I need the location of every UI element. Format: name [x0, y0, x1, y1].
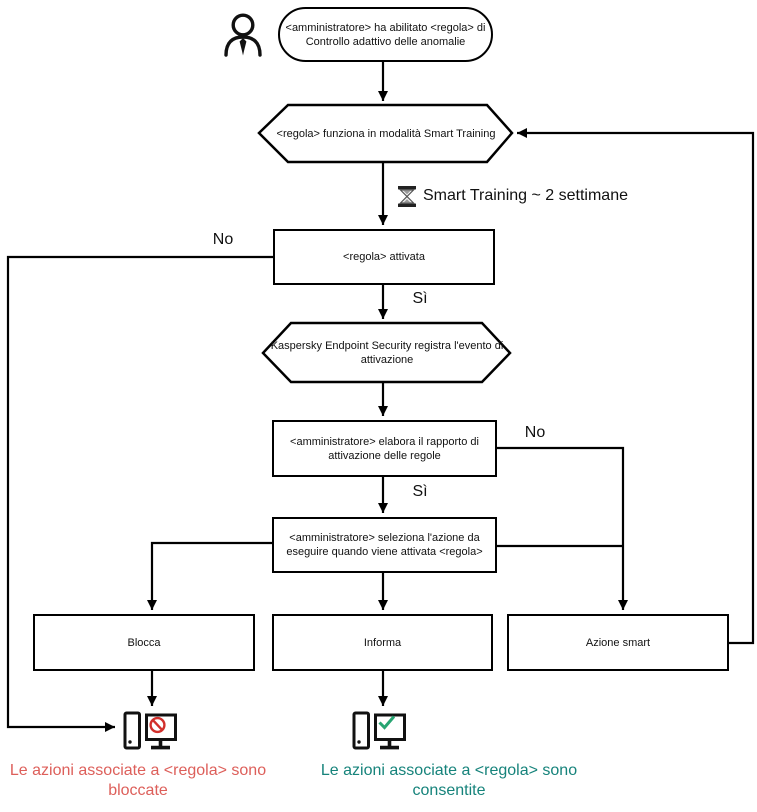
connector-smart-back-to-training [517, 128, 755, 645]
computer-blocked-icon [123, 711, 177, 750]
connector-report-no-to-smart [497, 446, 628, 610]
event-logged-line1: Kaspersky Endpoint Security registra l'e… [270, 339, 504, 352]
blocked-outcome-line2: bloccate [108, 782, 168, 799]
training-duration-label: Smart Training ~ 2 settimane [423, 187, 628, 204]
edge-label-no-left: No [212, 231, 234, 248]
admin-report-line1: <amministratore> elabora il rapporto di [290, 435, 479, 448]
block-node: Blocca [33, 614, 255, 671]
edge-label-no-right: No [524, 424, 546, 441]
hourglass-icon [398, 186, 416, 207]
allowed-outcome-line1: Le azioni associate a <regola> sono [320, 762, 578, 779]
admin-action-line2: eseguire quando viene attivata <regola> [286, 546, 483, 558]
blocked-outcome-line1: Le azioni associate a <regola> sono [9, 762, 267, 779]
event-logged-hexagon-label: Kaspersky Endpoint Security registra l'e… [265, 323, 509, 382]
allowed-outcome-text: Le azioni associate a <regola> sono cons… [309, 761, 589, 801]
blocked-outcome-text: Le azioni associate a <regola> sono bloc… [0, 761, 278, 801]
start-node-line2: Controllo adattivo delle anomalie [305, 35, 466, 48]
inform-node: Informa [272, 614, 493, 671]
admin-report-node: <amministratore> elabora il rapporto di … [272, 420, 497, 477]
prohibition-icon [149, 716, 166, 734]
smart-action-node: Azione smart [507, 614, 729, 671]
admin-action-line1: <amministratore> seleziona l'azione da [289, 532, 480, 544]
admin-report-line2: attivazione delle regole [328, 449, 441, 462]
smart-training-hexagon-label: <regola> funziona in modalità Smart Trai… [276, 127, 496, 140]
event-logged-hexagon-shape [261, 321, 512, 384]
edge-label-yes-bottom: Sì [412, 483, 428, 500]
connector-triggered-no-to-blocked-pc [6, 255, 273, 732]
start-node: <amministratore> ha abilitato <regola> d… [278, 7, 493, 62]
allowed-outcome-line2: consentite [412, 782, 486, 799]
start-node-line1: <amministratore> ha abilitato <regola> d… [285, 21, 486, 34]
checkmark-icon [378, 715, 396, 730]
smart-training-hexagon-shape [257, 103, 514, 164]
event-logged-line2: attivazione [360, 353, 414, 366]
edge-label-yes-top: Sì [412, 290, 428, 307]
admin-action-node: <amministratore> seleziona l'azione da e… [272, 517, 497, 573]
rule-triggered-node: <regola> attivata [273, 229, 495, 285]
person-icon [224, 13, 262, 57]
computer-allowed-icon [352, 711, 406, 750]
connector-action-to-block [147, 541, 272, 610]
